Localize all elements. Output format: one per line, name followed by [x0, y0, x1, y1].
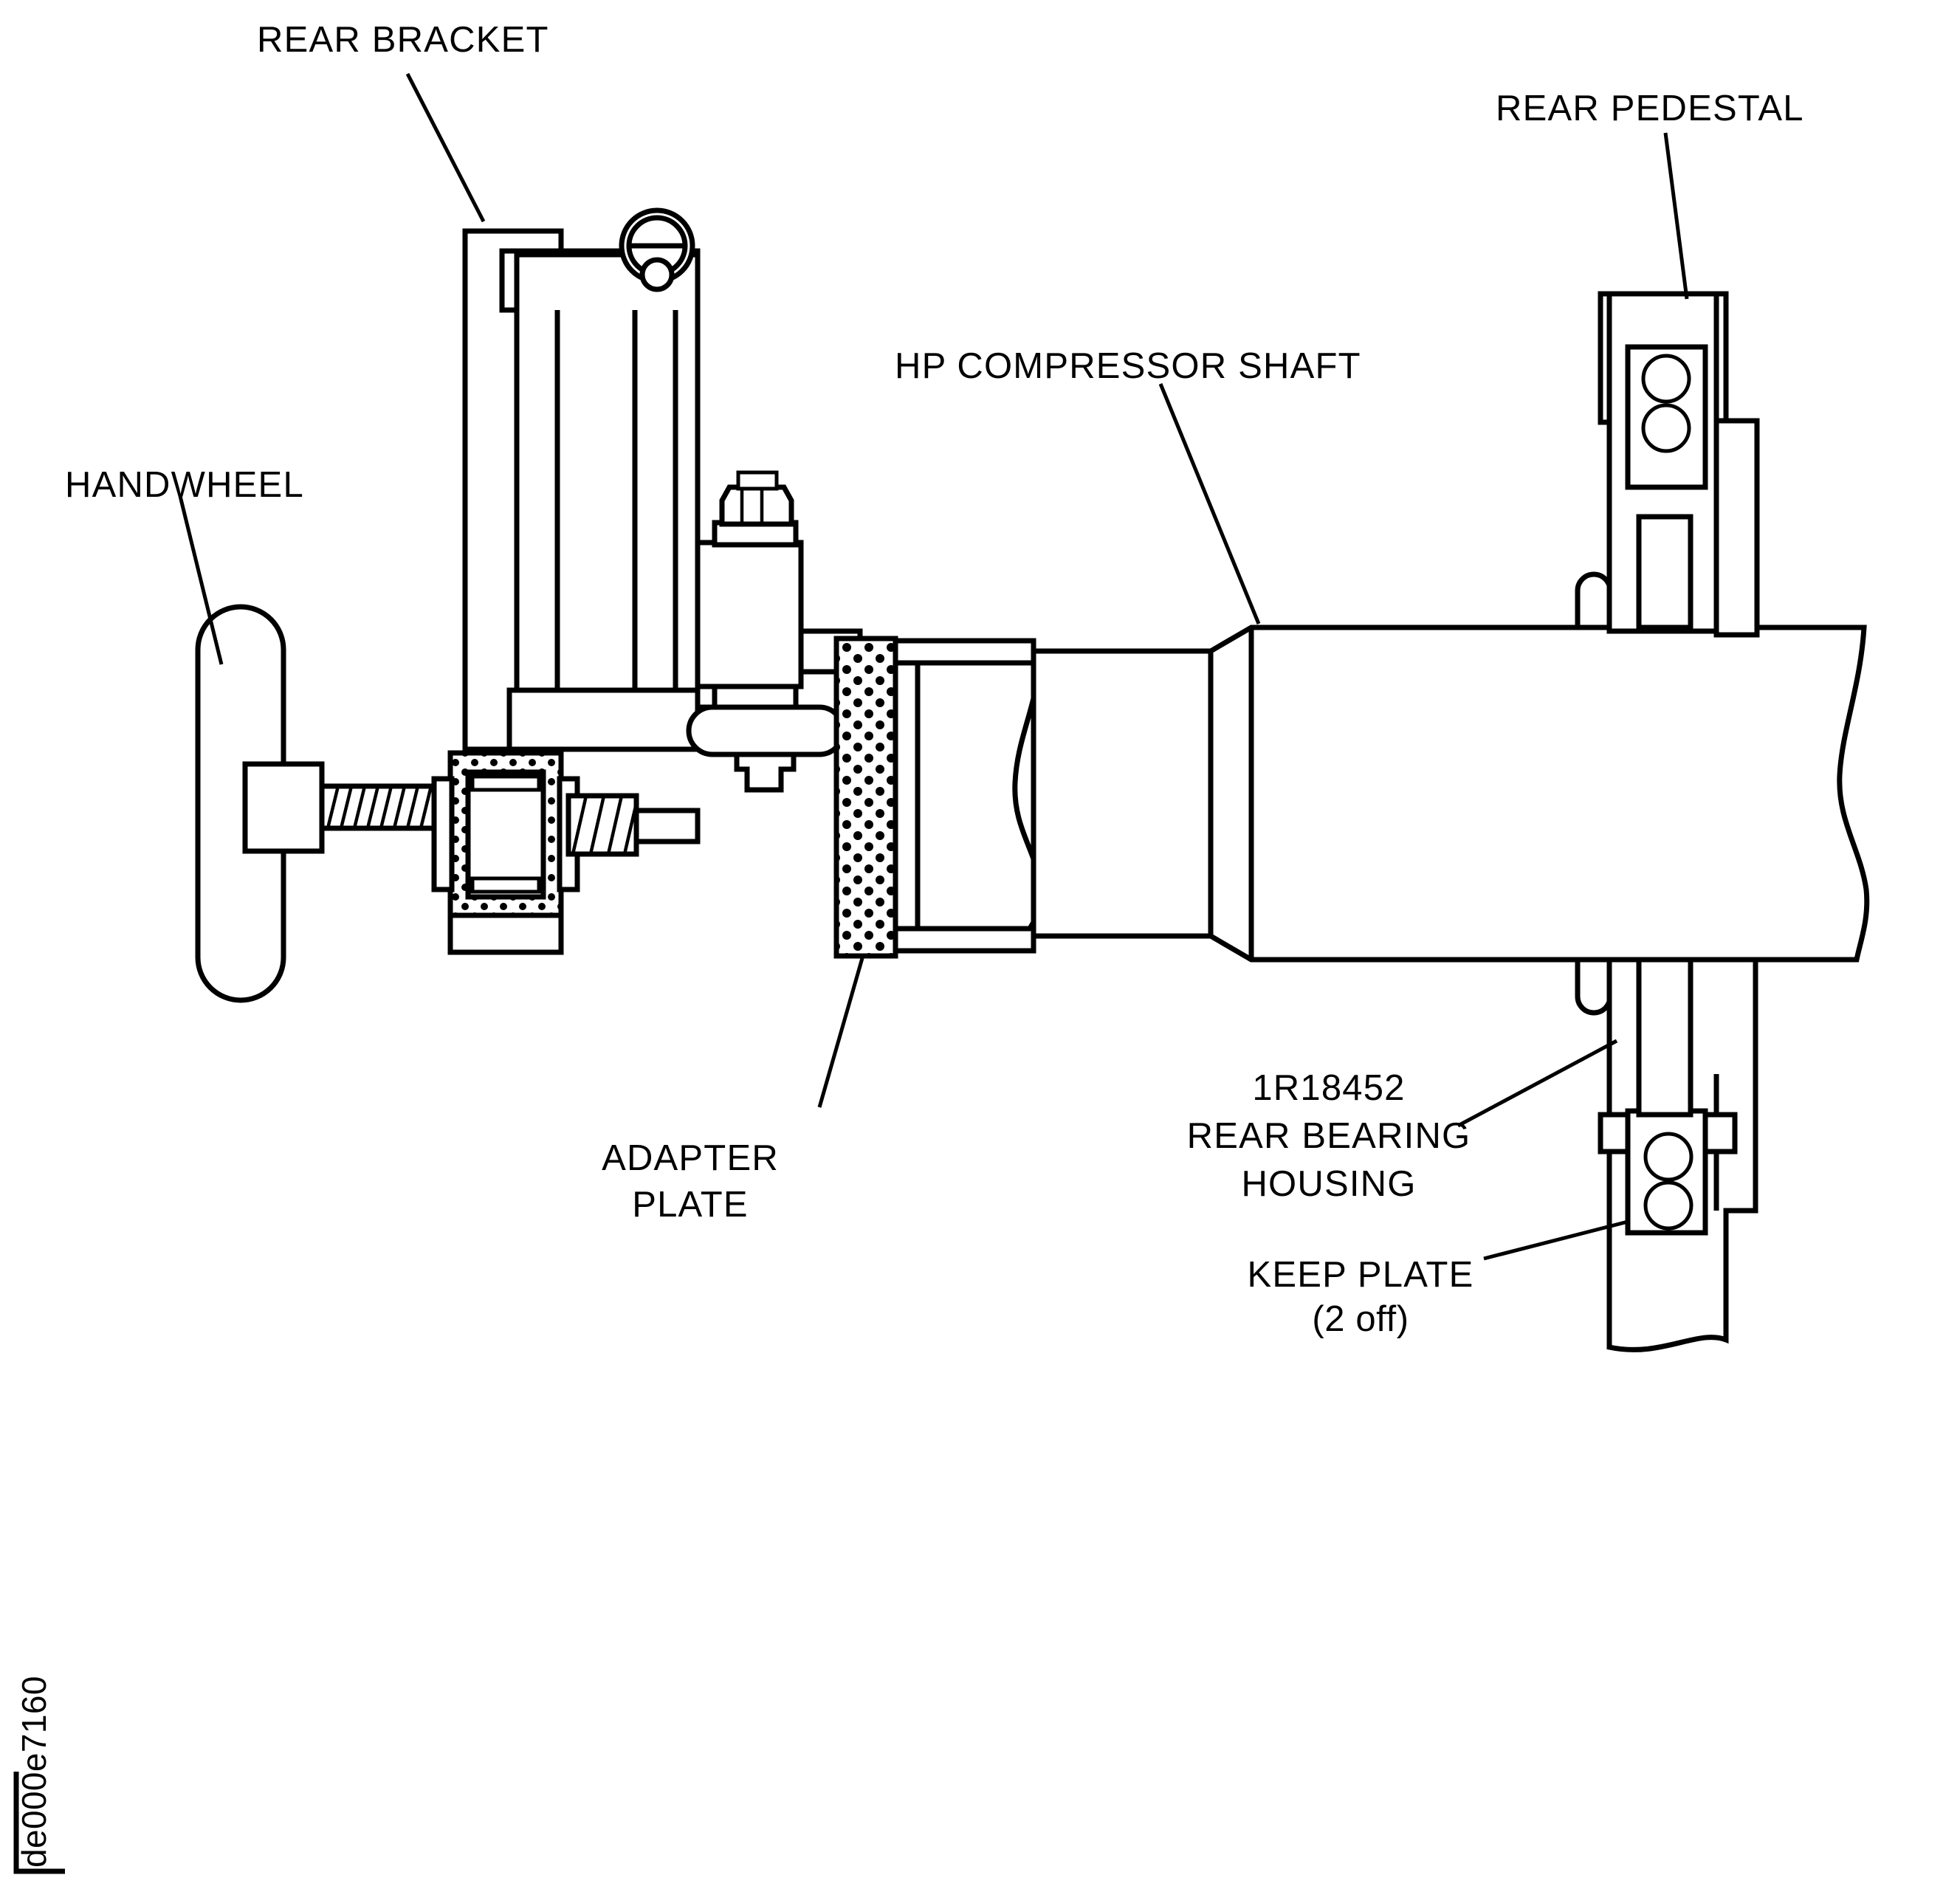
housing-bottom-dowel-pin [1575, 957, 1613, 1016]
rear-bracket-tenon [734, 751, 797, 793]
label-bearing-housing-partno: 1R18452 [1252, 1068, 1405, 1108]
nut-block-lower-shim [470, 876, 541, 894]
lifting-eye-pin [639, 257, 675, 292]
adapter-plate-body [833, 636, 898, 959]
hex-nut-washer-lower [712, 684, 799, 710]
threaded-screw-shank [633, 808, 701, 844]
label-keep-plate-line1: KEEP PLATE [1247, 1255, 1474, 1295]
leader-handwheel [178, 495, 224, 665]
housing-flange-top-strip [893, 638, 1036, 666]
handwheel-assembly [195, 604, 325, 1003]
figure-id-block: de000e7160 [13, 1676, 65, 1874]
rear-pedestal-upper-rib [1636, 514, 1693, 630]
label-adapter-plate-line2: PLATE [632, 1185, 749, 1225]
housing-outer-profile [1208, 624, 1870, 963]
leader-adapter-plate [817, 957, 864, 1108]
nut-block-upper-shim [470, 774, 541, 792]
leader-rear-pedestal [1663, 132, 1689, 300]
rear-bracket-lower-crossmember [506, 687, 701, 752]
keep-plate-upper-bolt-hole-1 [1641, 354, 1691, 404]
rear-pedestal-upper-yoke-inner-lines [1606, 294, 1719, 627]
nut-block-base-plate [447, 912, 564, 955]
rear-pedestal-lower-rib [1636, 957, 1693, 1118]
rear-bracket-assembly [462, 207, 863, 793]
handwheel-hub [242, 761, 325, 854]
rear-bracket-main-web [514, 252, 701, 749]
leader-lines [178, 72, 1689, 1261]
threaded-screw-right-hatching [571, 795, 639, 855]
label-adapter-plate-line1: ADAPTER [602, 1138, 779, 1178]
hex-nut-facet-lines [740, 489, 764, 524]
leader-rear-bracket [405, 72, 486, 223]
leader-hp-compressor-shaft [1158, 383, 1261, 624]
hex-nut-stud-end [736, 470, 779, 491]
leader-rear-bearing-housing [1457, 1039, 1618, 1128]
label-handwheel: HANDWHEEL [65, 465, 304, 505]
housing-top-dowel-pin [1575, 571, 1613, 630]
rear-pedestal-lower-notch-right [1702, 1112, 1738, 1155]
keep-plate-upper-bolt-hole-2 [1641, 403, 1691, 453]
threaded-screw-right [565, 793, 701, 857]
rear-pedestal-lower-notch-left [1598, 1112, 1631, 1155]
nut-block-left-ear [431, 776, 455, 892]
keep-plate-lower-bolt-hole-1 [1643, 1132, 1693, 1182]
rear-bracket-capsule-tip [686, 704, 846, 757]
handwheel-rim [195, 604, 286, 1003]
housing-flange-bottom-strip [893, 926, 1036, 954]
threaded-screw-left [319, 783, 446, 831]
label-rear-bracket: REAR BRACKET [257, 20, 549, 60]
rear-pedestal-assembly [1598, 291, 1760, 1352]
keep-plate-lower-bolt-hole-2 [1643, 1180, 1693, 1231]
rear-bracket-nut-post [695, 540, 804, 689]
label-hp-compressor-shaft: HP COMPRESSOR SHAFT [895, 346, 1361, 386]
label-bearing-housing-line3: HOUSING [1241, 1164, 1416, 1204]
nut-block-cavity [465, 769, 546, 900]
housing-neck-section [1031, 648, 1214, 939]
label-bearing-housing-line2: REAR BEARING [1187, 1116, 1471, 1156]
rear-pedestal-upper-step [1713, 418, 1760, 638]
label-keep-plate-line2: (2 off) [1312, 1299, 1409, 1339]
hex-nut [719, 484, 794, 527]
nut-block-assembly [431, 750, 580, 955]
leader-keep-plate [1483, 1219, 1629, 1261]
label-rear-pedestal: REAR PEDESTAL [1496, 89, 1804, 128]
figure-id-text: de000e7160 [15, 1676, 53, 1868]
figure-id-corner-bracket [13, 1772, 65, 1874]
